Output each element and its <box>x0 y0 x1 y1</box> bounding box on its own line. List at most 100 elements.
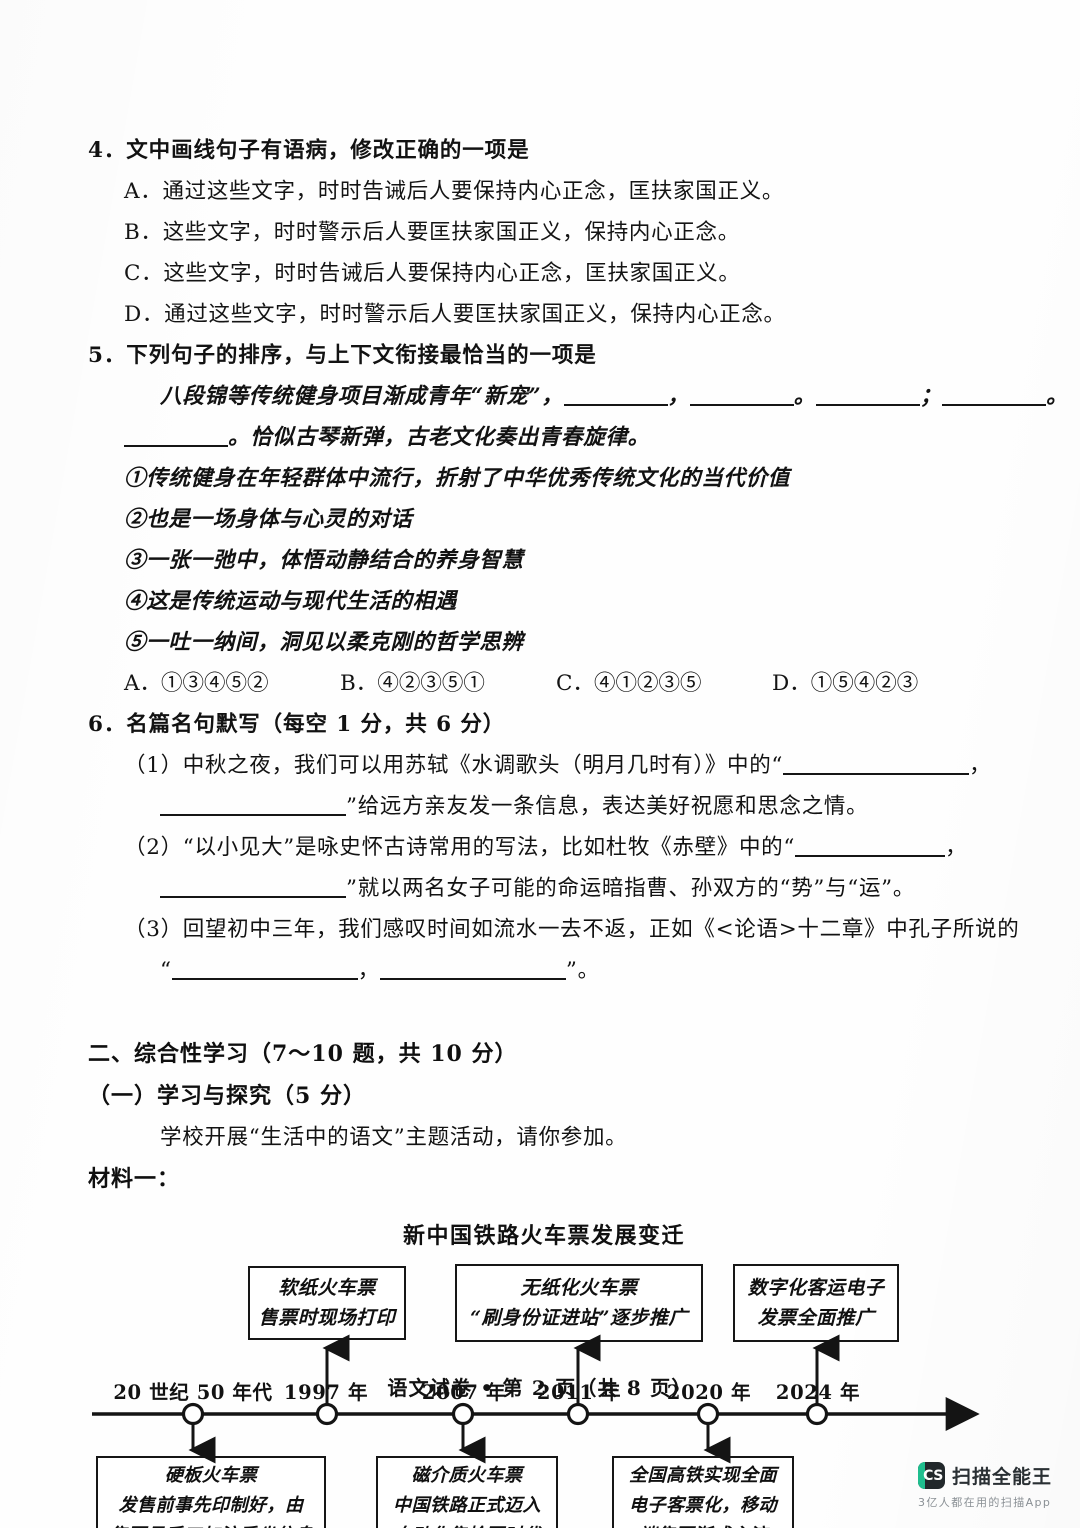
box-2024-line-2: 发票全面推广 <box>757 1307 875 1329</box>
option-b-text: ④②③⑤① <box>377 671 485 696</box>
passage-sep-2: 。 <box>793 384 816 409</box>
box-2020-line-2: 电子客票化，移动 <box>629 1495 777 1516</box>
passage-sep-1: ， <box>667 384 690 409</box>
year-label-1950s: 20 世纪 50 年代 <box>113 1381 273 1404</box>
question-5-option-c[interactable]: C．④①②③⑤ <box>556 663 772 704</box>
option-c-label: C． <box>124 261 164 286</box>
question-6-stem-text: 名篇名句默写（每空 1 分，共 6 分） <box>126 712 506 737</box>
passage-sep-3: ； <box>919 384 943 409</box>
timeline-node-2024 <box>805 1402 829 1426</box>
sub-1-blank-2[interactable] <box>160 814 346 816</box>
option-c-label: C． <box>556 671 594 696</box>
box-1950s-line-3: 售票员手工加注乘坐信息 <box>109 1521 313 1528</box>
camscanner-app-name: 扫描全能王 <box>952 1466 1053 1488</box>
timeline-node-2020 <box>696 1402 720 1426</box>
question-5-stem-text: 下列句子的排序，与上下文衔接最恰当的一项是 <box>126 343 597 368</box>
option-d-label: D． <box>772 671 811 696</box>
option-d-text: 通过这些文字，时时警示后人要匡扶家国正义，保持内心正念。 <box>164 302 786 327</box>
sub-3-text-a: 回望初中三年，我们感叹时间如流水一去不返，正如《<论语>十二章》中孔子所说的 <box>182 917 1020 942</box>
box-2020-line-3: 端售票渐成主流 <box>638 1521 768 1528</box>
question-4-option-a[interactable]: A．通过这些文字，时时告诫后人要保持内心正念，匡扶家国正义。 <box>88 171 1000 212</box>
question-6-number: 6． <box>88 712 127 737</box>
passage-blank-3[interactable] <box>815 404 920 406</box>
sub-1-label: （1） <box>124 753 183 778</box>
timeline-node-2007 <box>451 1402 475 1426</box>
box-1997-line-2: 售票时现场打印 <box>258 1307 396 1329</box>
timeline-box-2024: 数字化客运电子 发票全面推广 <box>733 1264 899 1342</box>
option-c-text: ④①②③⑤ <box>593 671 702 696</box>
question-6-sub-3-line-2: “，”。 <box>88 950 1000 991</box>
option-b-label: B． <box>124 220 163 245</box>
question-4-number: 4． <box>88 138 127 163</box>
timeline-box-1950s: 硬板火车票 发售前事先印制好，由 售票员手工加注乘坐信息 <box>96 1456 326 1528</box>
timeline-node-1950s <box>181 1402 205 1426</box>
sub-2-label: （2） <box>124 835 183 860</box>
timeline-node-2011 <box>566 1402 590 1426</box>
year-label-2007: 2007 年 <box>421 1381 507 1404</box>
question-5-stem: 5．下列句子的排序，与上下文衔接最恰当的一项是 <box>88 335 1000 376</box>
sub-3-period: 。 <box>577 958 600 983</box>
box-2011-line-1: 无纸化火车票 <box>520 1277 638 1299</box>
question-4-option-d[interactable]: D．通过这些文字，时时警示后人要匡扶家国正义，保持内心正念。 <box>88 294 1000 335</box>
question-5-number: 5． <box>88 343 127 368</box>
box-2007-line-2: 中国铁路正式迈入 <box>393 1495 541 1516</box>
question-5-option-a[interactable]: A．①③④⑤② <box>124 663 340 704</box>
timeline-box-2011: 无纸化火车票 “刷身份证进站”逐步推广 <box>455 1264 703 1342</box>
question-5-option-d[interactable]: D．①⑤④②③ <box>772 663 918 704</box>
question-4-option-c[interactable]: C．这些文字，时时告诫后人要保持内心正念，匡扶家国正义。 <box>88 253 1000 294</box>
sub-2-text-b: 就以两名女子可能的命运暗指曹、孙双方的“势”与“运”。 <box>357 876 916 901</box>
box-2007-line-3: 自动化售检票时代 <box>393 1521 541 1528</box>
box-1950s-line-1: 硬板火车票 <box>164 1465 258 1486</box>
camscanner-badge-icon: CS <box>918 1462 945 1489</box>
sub-2-comma: ， <box>945 835 968 860</box>
option-b-label: B． <box>340 671 378 696</box>
sub-1-blank-1[interactable] <box>783 773 970 775</box>
sub-3-blank-1[interactable] <box>171 978 358 980</box>
timeline-node-1997 <box>315 1402 339 1426</box>
option-c-text: 这些文字，时时告诫后人要保持内心正念，匡扶家国正义。 <box>163 261 741 286</box>
passage-blank-2[interactable] <box>689 404 794 406</box>
box-2011-line-2: “刷身份证进站”逐步推广 <box>470 1307 688 1329</box>
sub-3-blank-2[interactable] <box>379 978 566 980</box>
sub-2-blank-2[interactable] <box>160 896 346 898</box>
question-6-sub-3-line-1: （3）回望初中三年，我们感叹时间如流水一去不返，正如《<论语>十二章》中孔子所说… <box>88 909 1019 950</box>
question-5-item-5: ⑤一吐一纳间，洞见以柔克刚的哲学思辨 <box>124 630 524 655</box>
question-5-option-b[interactable]: B．④②③⑤① <box>340 663 556 704</box>
passage-blank-5[interactable] <box>124 445 228 447</box>
passage-blank-4[interactable] <box>942 404 1047 406</box>
sub-1-text-a: 中秋之夜，我们可以用苏轼《水调歌头（明月几时有）》中的“ <box>182 753 784 778</box>
sub-2-blank-1[interactable] <box>795 855 946 857</box>
page-footer: 语文试卷 • 第 2 页（共 8 页） <box>387 1376 693 1400</box>
section-2-heading: 二、综合性学习（7～10 题，共 10 分） <box>88 1041 518 1067</box>
question-6-sub-1-line-1: （1）中秋之夜，我们可以用苏轼《水调歌头（明月几时有）》中的“， <box>88 745 1000 786</box>
box-1950s-line-2: 发售前事先印制好，由 <box>118 1495 304 1516</box>
question-5-item-2: ②也是一场身体与心灵的对话 <box>124 507 413 532</box>
question-5-item-4: ④这是传统运动与现代生活的相遇 <box>124 589 458 614</box>
camscanner-logo-row: CS 扫描全能王 <box>918 1462 1068 1489</box>
timeline-box-1997: 软纸火车票 售票时现场打印 <box>248 1266 406 1340</box>
figure-title: 新中国铁路火车票发展变迁 <box>402 1223 685 1249</box>
timeline-box-2020: 全国高铁实现全面 电子客票化，移动 端售票渐成主流 <box>612 1456 794 1528</box>
option-d-text: ①⑤④②③ <box>810 671 919 696</box>
sub-2-text-a: “以小见大”是咏史怀古诗常用的写法，比如杜牧《赤壁》中的“ <box>182 835 796 860</box>
option-b-text: 这些文字，时时警示后人要匡扶家国正义，保持内心正念。 <box>162 220 740 245</box>
sub-3-comma: ， <box>357 958 380 983</box>
box-2020-line-1: 全国高铁实现全面 <box>629 1465 777 1486</box>
question-4-stem-text: 文中画线句子有语病，修改正确的一项是 <box>126 138 530 163</box>
material-label: 材料一： <box>88 1166 181 1192</box>
question-5-item-1: ①传统健身在年轻群体中流行，折射了中华优秀传统文化的当代价值 <box>124 466 791 491</box>
sub-2-close-quote: ” <box>346 876 358 901</box>
option-a-label: A． <box>124 179 163 204</box>
sub-3-close-quote: ” <box>565 958 578 983</box>
question-4-option-b[interactable]: B．这些文字，时时警示后人要匡扶家国正义，保持内心正念。 <box>88 212 1000 253</box>
section-2-intro: 学校开展“生活中的语文”主题活动，请你参加。 <box>160 1125 628 1150</box>
page-content: 4．文中画线句子有语病，修改正确的一项是 A．通过这些文字，时时告诫后人要保持内… <box>88 130 1068 1528</box>
passage-sep-4: 。 <box>1046 384 1069 409</box>
option-d-label: D． <box>124 302 165 327</box>
question-6-stem: 6．名篇名句默写（每空 1 分，共 6 分） <box>88 704 1000 745</box>
question-5-options: A．①③④⑤② B．④②③⑤① C．④①②③⑤ D．①⑤④②③ <box>88 663 1000 704</box>
passage-blank-1[interactable] <box>563 404 668 406</box>
timeline-box-2007: 磁介质火车票 中国铁路正式迈入 自动化售检票时代 <box>376 1456 558 1528</box>
option-a-text: 通过这些文字，时时告诫后人要保持内心正念，匡扶家国正义。 <box>162 179 785 204</box>
camscanner-badge-text: CS <box>923 1467 943 1484</box>
